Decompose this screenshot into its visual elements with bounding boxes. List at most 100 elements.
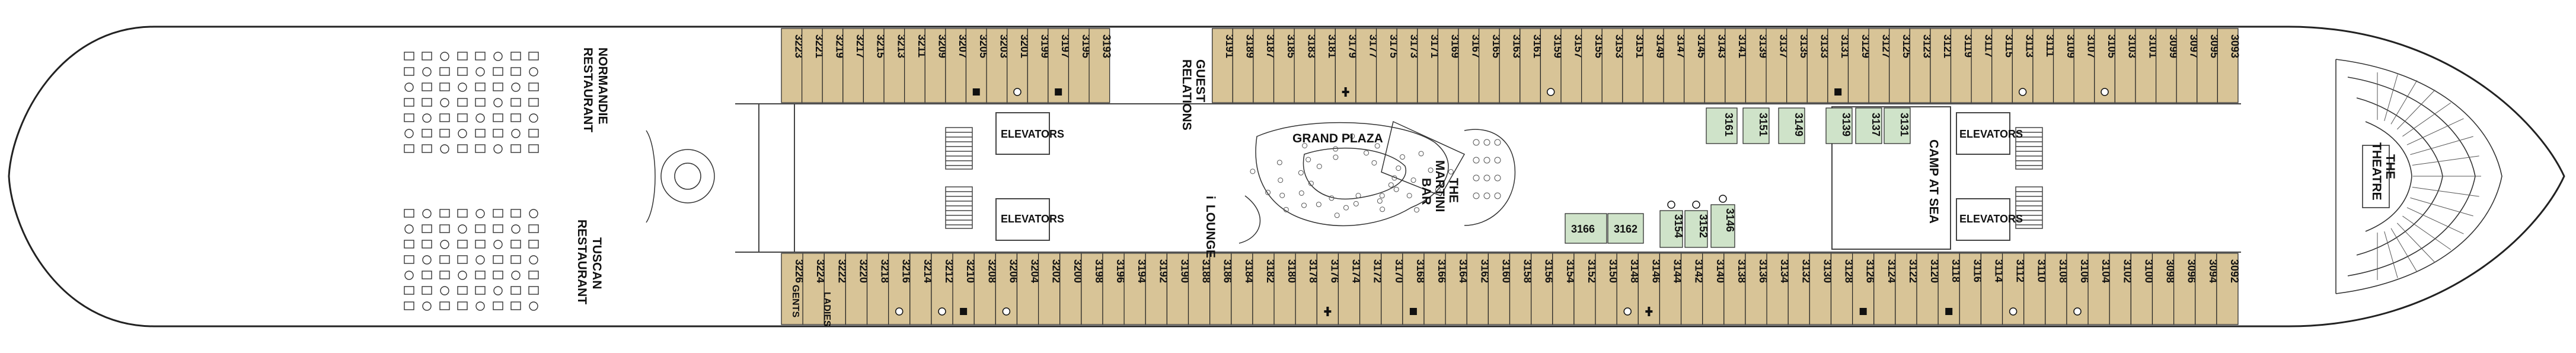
cabin-3218[interactable]: 3218 (866, 253, 891, 325)
cabin-3104[interactable]: 3104 (2087, 253, 2112, 325)
cabin-3160[interactable]: 3160 (1487, 253, 1512, 325)
cabin-3171[interactable]: 3171 (1417, 28, 1441, 103)
cabin-3114[interactable]: 3114 (1980, 253, 2004, 325)
cabin-3105[interactable]: 3105 (2094, 28, 2118, 103)
cabin-3206[interactable]: 3206 (995, 253, 1019, 325)
cabin-3187[interactable]: 3187 (1253, 28, 1276, 103)
cabin-3103[interactable]: 3103 (2114, 28, 2138, 103)
cabin-3162[interactable]: 3162 (1466, 253, 1490, 325)
cabin-3177[interactable]: 3177 (1355, 28, 1379, 103)
cabin-3153[interactable]: 3153 (1601, 28, 1626, 103)
cabin-3192[interactable]: 3192 (1145, 253, 1169, 325)
cabin-3140[interactable]: 3140 (1702, 253, 1726, 325)
cabin-3110[interactable]: 3110 (2023, 253, 2048, 325)
cabin-3166[interactable]: 3166 (1565, 213, 1607, 244)
cabin-3118[interactable]: 3118 (1937, 253, 1962, 325)
cabin-3146[interactable]: 3146 (1637, 253, 1662, 325)
cabin-3123[interactable]: 3123 (1909, 28, 1933, 103)
cabin-3215[interactable]: 3215 (863, 28, 887, 103)
cabin-3186[interactable]: 3186 (1209, 253, 1234, 325)
cabin-3141[interactable]: 3141 (1725, 28, 1748, 103)
cabin-3116[interactable]: 3116 (1959, 253, 1983, 325)
cabin-3176[interactable]: 3176 (1316, 253, 1340, 325)
cabin-3097[interactable]: 3097 (2176, 28, 2200, 103)
cabin-3214[interactable]: 3214 (909, 253, 934, 325)
cabin-3143[interactable]: 3143 (1704, 28, 1728, 103)
cabin-3092[interactable]: 3092 (2216, 253, 2240, 325)
cabin-3181[interactable]: 3181 (1314, 28, 1338, 103)
cabin-3190[interactable]: 3190 (1166, 253, 1190, 325)
cabin-3151[interactable]: 3151 (1742, 107, 1770, 144)
cabin-3183[interactable]: 3183 (1294, 28, 1317, 103)
cabin-3102[interactable]: 3102 (2109, 253, 2133, 325)
cabin-3151[interactable]: 3151 (1622, 28, 1646, 103)
cabin-3196[interactable]: 3196 (1102, 253, 1126, 325)
cabin-3128[interactable]: 3128 (1830, 253, 1855, 325)
cabin-3144[interactable]: 3144 (1659, 253, 1683, 325)
cabin-3099[interactable]: 3099 (2155, 28, 2179, 103)
cabin-3115[interactable]: 3115 (1991, 28, 2015, 103)
cabin-3137[interactable]: 3137 (1855, 107, 1882, 144)
cabin-3219[interactable]: 3219 (822, 28, 846, 103)
cabin-3200[interactable]: 3200 (1059, 253, 1084, 325)
cabin-3152[interactable]: 3152 (1573, 253, 1598, 325)
cabin-3154[interactable]: 3154 (1552, 253, 1576, 325)
cabin-3191[interactable]: 3191 (1212, 28, 1236, 103)
cabin-3169[interactable]: 3169 (1437, 28, 1461, 103)
cabin-3161[interactable]: 3161 (1520, 28, 1543, 103)
cabin-3133[interactable]: 3133 (1806, 28, 1831, 103)
cabin-3168[interactable]: 3168 (1402, 253, 1426, 325)
cabin-3185[interactable]: 3185 (1273, 28, 1297, 103)
cabin-3223[interactable]: 3223 (781, 28, 805, 103)
cabin-3125[interactable]: 3125 (1889, 28, 1913, 103)
cabin-3210[interactable]: 3210 (952, 253, 976, 325)
cabin-3155[interactable]: 3155 (1581, 28, 1605, 103)
cabin-3139[interactable]: 3139 (1745, 28, 1769, 103)
cabin-3146[interactable]: 3146 (1710, 195, 1736, 248)
cabin-3149[interactable]: 3149 (1778, 107, 1805, 144)
cabin-3138[interactable]: 3138 (1723, 253, 1748, 325)
cabin-3113[interactable]: 3113 (2012, 28, 2036, 103)
cabin-3119[interactable]: 3119 (1950, 28, 1974, 103)
cabin-3154[interactable]: 3154 (1659, 201, 1684, 248)
cabin-3145[interactable]: 3145 (1684, 28, 1707, 103)
cabin-3208[interactable]: 3208 (973, 253, 998, 325)
cabin-3149[interactable]: 3149 (1642, 28, 1667, 103)
cabin-3173[interactable]: 3173 (1396, 28, 1420, 103)
cabin-3165[interactable]: 3165 (1478, 28, 1502, 103)
cabin-3112[interactable]: 3112 (2002, 253, 2026, 325)
cabin-3163[interactable]: 3163 (1499, 28, 1523, 103)
cabin-3157[interactable]: 3157 (1560, 28, 1584, 103)
cabin-3101[interactable]: 3101 (2135, 28, 2159, 103)
cabin-3121[interactable]: 3121 (1930, 28, 1953, 103)
cabin-3212[interactable]: 3212 (931, 253, 955, 325)
cabin-3204[interactable]: 3204 (1016, 253, 1041, 325)
cabin-3131[interactable]: 3131 (1827, 28, 1851, 103)
cabin-3161[interactable]: 3161 (1706, 107, 1738, 144)
cabin-3148[interactable]: 3148 (1616, 253, 1640, 325)
cabin-3201[interactable]: 3201 (1007, 28, 1030, 103)
cabin-3156[interactable]: 3156 (1531, 253, 1555, 325)
cabin-3094[interactable]: 3094 (2195, 253, 2219, 325)
cabin-3131[interactable]: 3131 (1884, 107, 1911, 144)
cabin-3095[interactable]: 3095 (2197, 28, 2220, 103)
cabin-3107[interactable]: 3107 (2073, 28, 2097, 103)
cabin-3220[interactable]: 3220 (845, 253, 869, 325)
cabin-3134[interactable]: 3134 (1766, 253, 1790, 325)
cabin-3174[interactable]: 3174 (1338, 253, 1362, 325)
cabin-3106[interactable]: 3106 (2066, 253, 2090, 325)
cabin-3198[interactable]: 3198 (1081, 253, 1105, 325)
cabin-3158[interactable]: 3158 (1509, 253, 1534, 325)
cabin-3188[interactable]: 3188 (1188, 253, 1212, 325)
cabin-3189[interactable]: 3189 (1232, 28, 1256, 103)
cabin-3096[interactable]: 3096 (2173, 253, 2198, 325)
cabin-3136[interactable]: 3136 (1745, 253, 1769, 325)
cabin-3195[interactable]: 3195 (1068, 28, 1092, 103)
cabin-3130[interactable]: 3130 (1809, 253, 1833, 325)
cabin-3126[interactable]: 3126 (1852, 253, 1876, 325)
cabin-3111[interactable]: 3111 (2032, 28, 2056, 103)
cabin-3178[interactable]: 3178 (1295, 253, 1319, 325)
cabin-3132[interactable]: 3132 (1787, 253, 1812, 325)
cabin-3124[interactable]: 3124 (1873, 253, 1898, 325)
cabin-3120[interactable]: 3120 (1916, 253, 1940, 325)
